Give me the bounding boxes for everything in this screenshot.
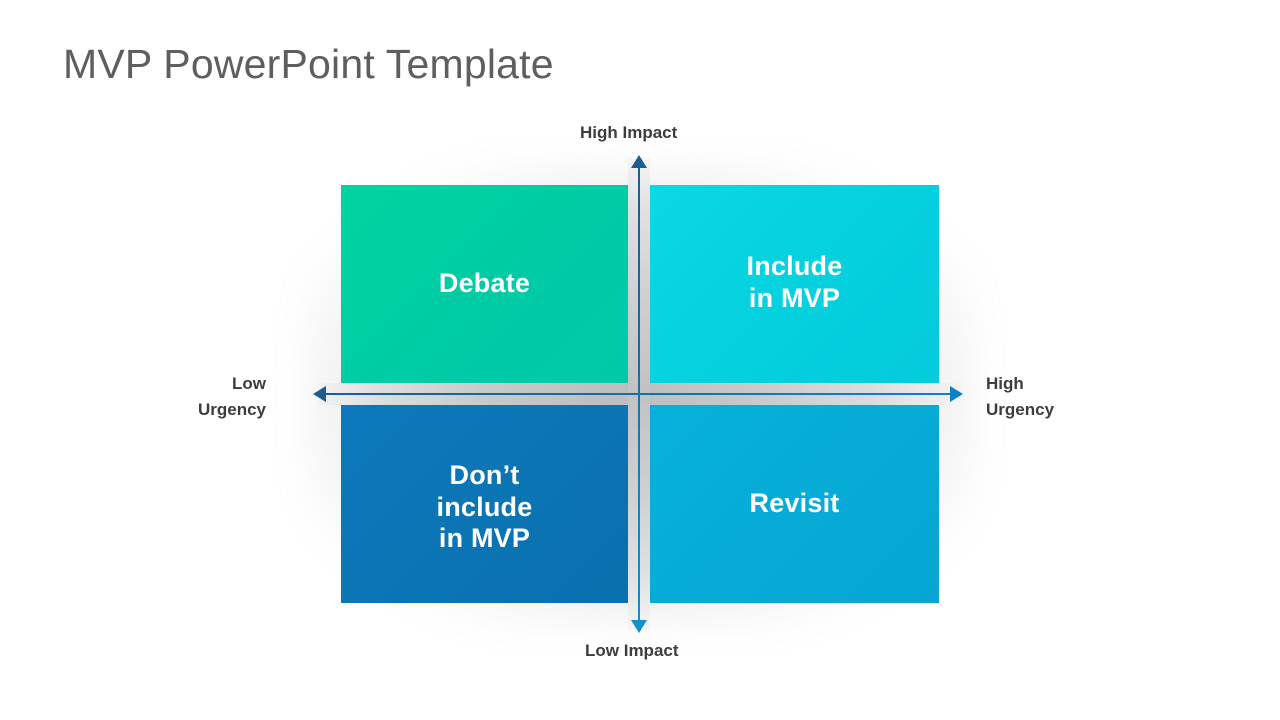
quadrant-dont-include-in-mvp-label-line-2: include [436, 491, 533, 522]
arrow-left-icon [313, 386, 326, 402]
axis-label-high-impact: High Impact [580, 123, 678, 142]
quadrant-include-in-mvp-label: Include in MVP [747, 251, 843, 314]
quadrant-include-in-mvp-label-line-2: in MVP [748, 282, 841, 313]
quadrant-dont-include-in-mvp-label-line-1: Don’t [449, 460, 520, 490]
quadrant-debate-label: Debate [439, 268, 530, 300]
arrow-down-icon [631, 620, 647, 633]
quadrant-include-in-mvp[interactable]: Include in MVP [650, 185, 939, 383]
quadrant-revisit-label: Revisit [750, 488, 840, 520]
axis-label-low-urgency: Low Urgency [198, 371, 266, 422]
axis-label-high-urgency: High Urgency [986, 371, 1054, 422]
quadrant-debate-label-line-1: Debate [438, 268, 531, 299]
horizontal-axis-line [325, 393, 955, 395]
quadrant-dont-include-in-mvp-label-line-3: in MVP [438, 523, 531, 554]
axis-label-low-urgency-line-2: Urgency [197, 399, 266, 419]
axis-label-high-urgency-line-1: High [986, 374, 1024, 393]
quadrant-revisit-label-line-1: Revisit [749, 488, 840, 519]
quadrant-revisit[interactable]: Revisit [650, 405, 939, 603]
axis-label-high-urgency-line-2: Urgency [986, 399, 1055, 419]
arrow-right-icon [950, 386, 963, 402]
quadrant-debate[interactable]: Debate [341, 185, 628, 383]
quadrant-dont-include-in-mvp-label: Don’t include in MVP [437, 460, 533, 555]
quadrant-dont-include-in-mvp[interactable]: Don’t include in MVP [341, 405, 628, 603]
quadrant-include-in-mvp-label-line-1: Include [746, 251, 843, 281]
page-title: MVP PowerPoint Template [63, 41, 554, 87]
arrow-up-icon [631, 155, 647, 168]
vertical-axis-line [638, 163, 640, 625]
axis-label-low-urgency-line-1: Low [232, 374, 266, 393]
axis-label-low-impact: Low Impact [585, 641, 679, 660]
